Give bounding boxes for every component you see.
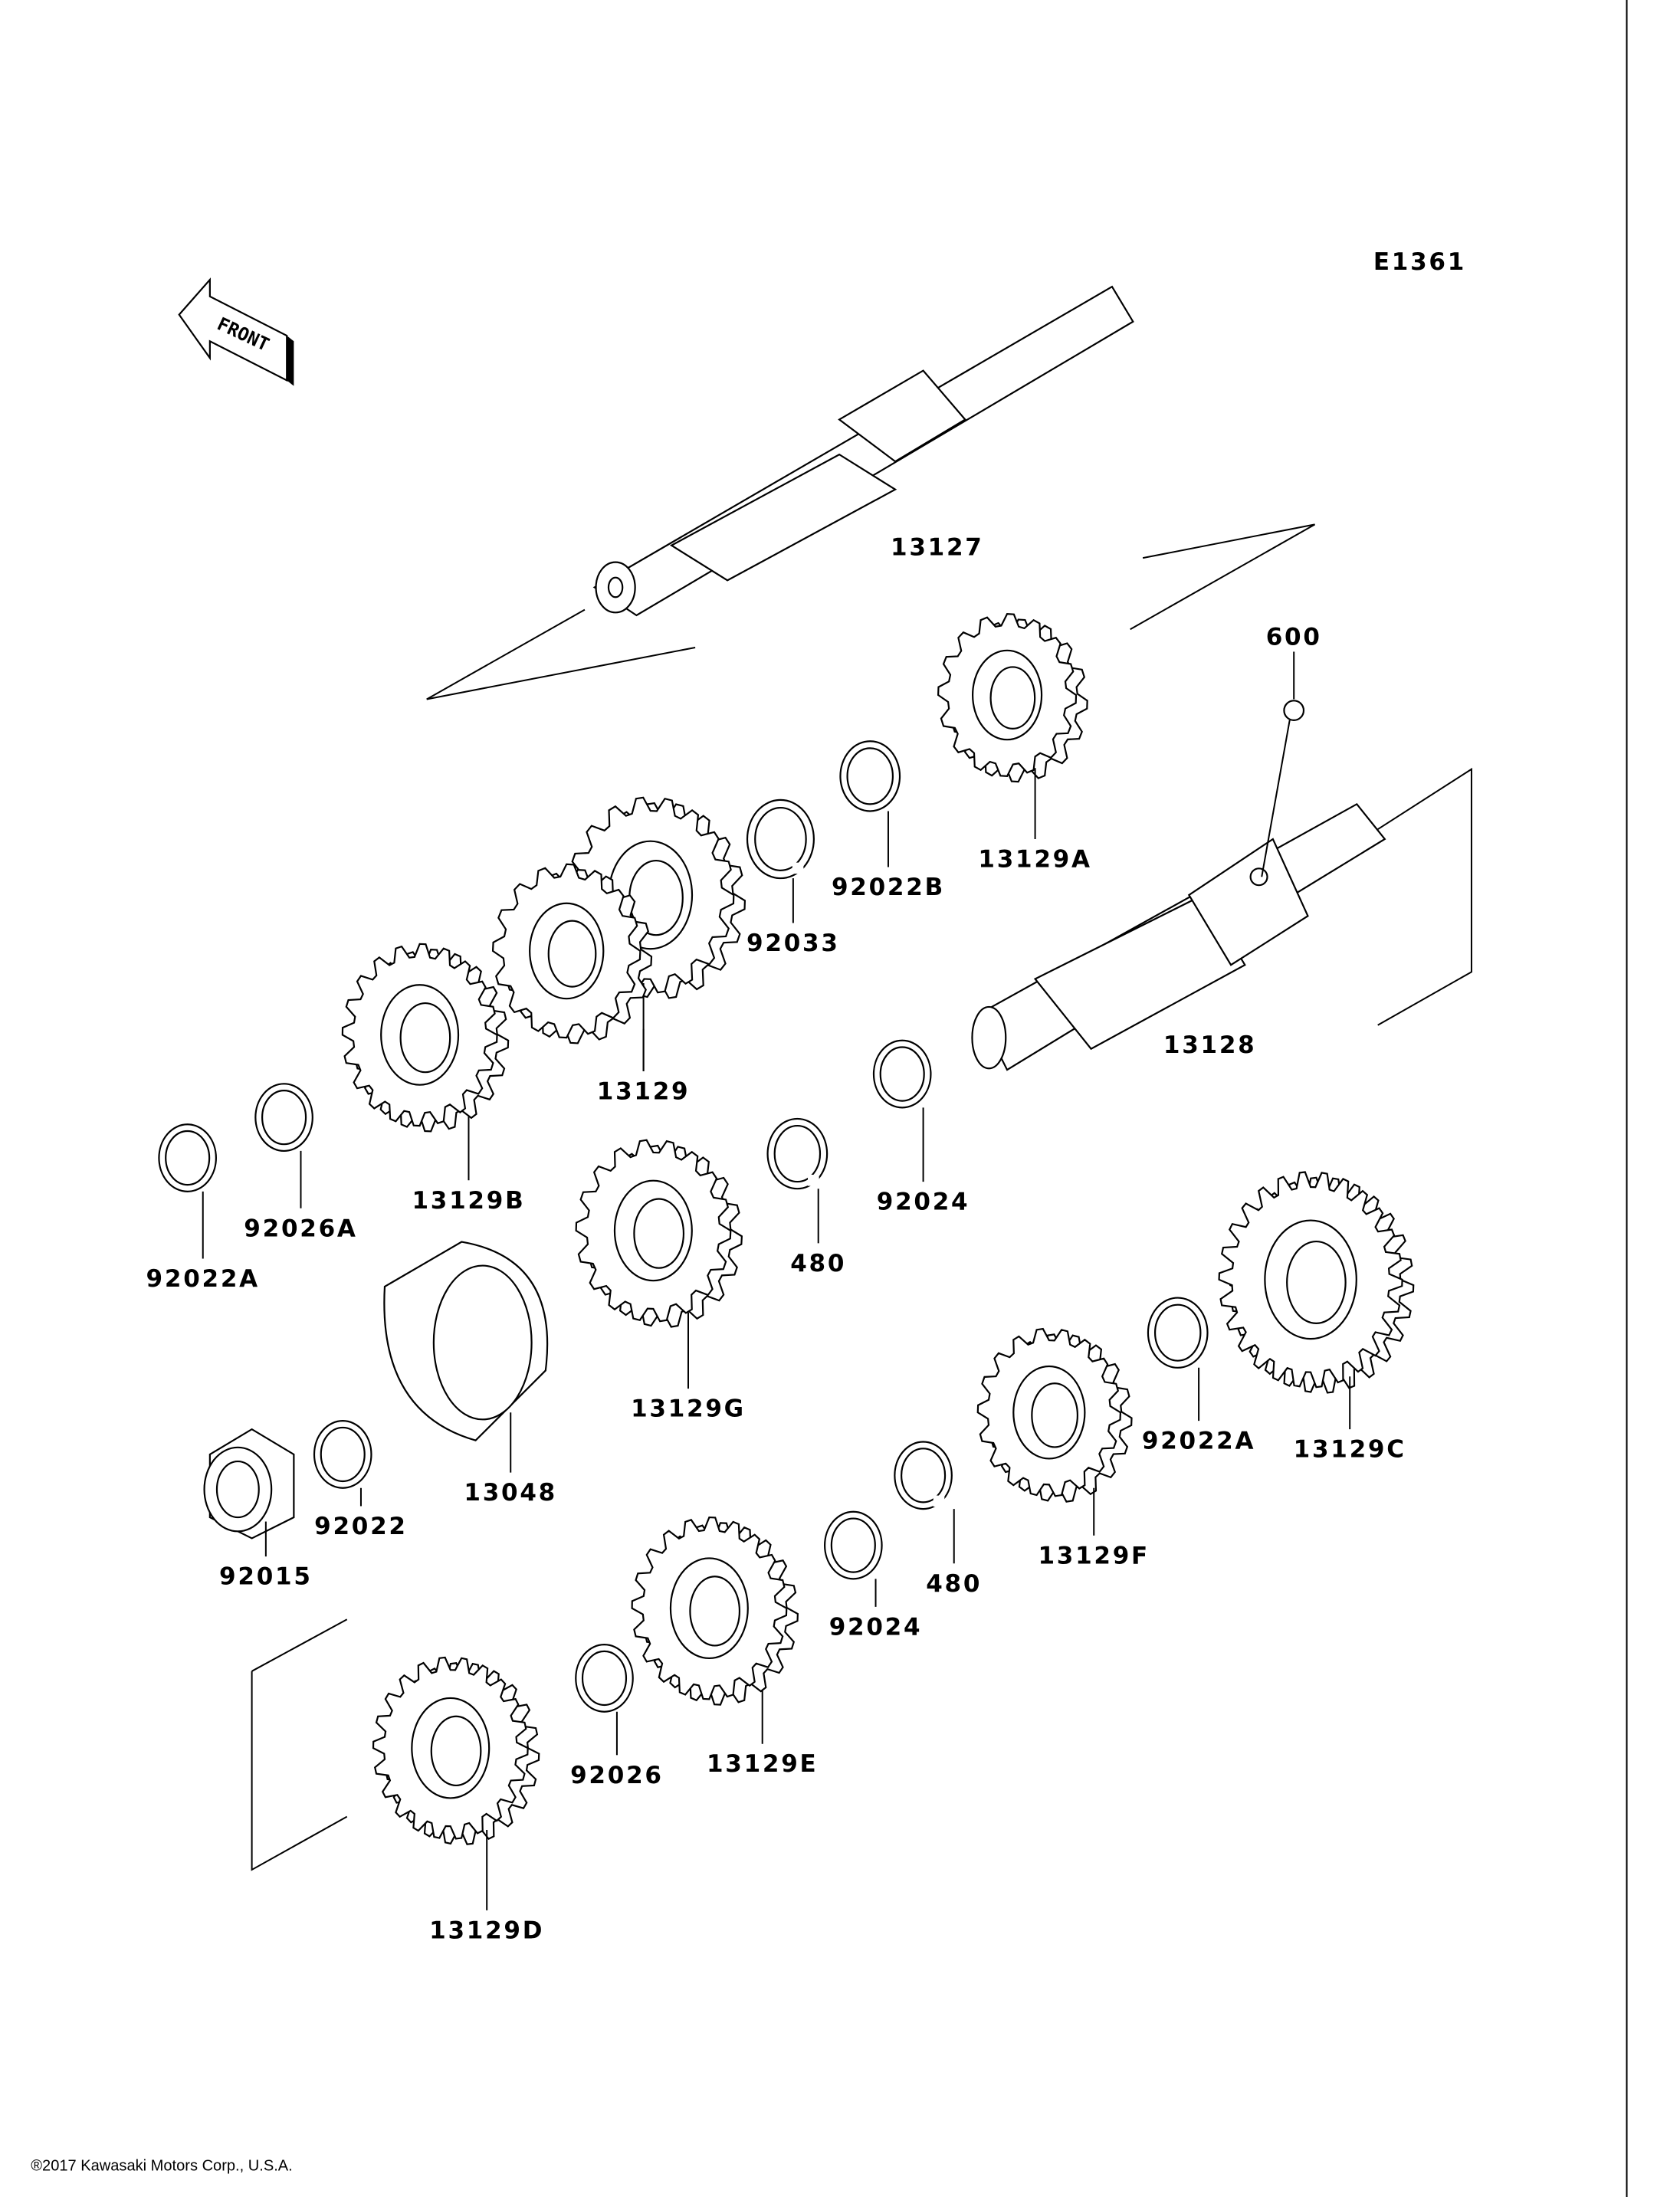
label-92024[interactable]: 92024 bbox=[829, 1613, 923, 1641]
label-92022B[interactable]: 92022B bbox=[832, 874, 945, 901]
label-92033[interactable]: 92033 bbox=[746, 930, 840, 957]
label-600[interactable]: 600 bbox=[1266, 623, 1322, 651]
label-480[interactable]: 480 bbox=[790, 1250, 846, 1277]
label-92022A[interactable]: 92022A bbox=[1142, 1428, 1255, 1455]
gear-13129E bbox=[631, 1516, 799, 1744]
gear-13129F bbox=[976, 1327, 1133, 1536]
label-13129F[interactable]: 13129F bbox=[1038, 1542, 1150, 1569]
washer-92022A bbox=[158, 1123, 217, 1259]
washer-92022A bbox=[1147, 1297, 1209, 1421]
washer-92024 bbox=[872, 1039, 932, 1182]
gear-13129B bbox=[341, 943, 510, 1181]
label-13129D[interactable]: 13129D bbox=[429, 1917, 544, 1944]
label-13127[interactable]: 13127 bbox=[891, 534, 984, 562]
washer-92022 bbox=[313, 1420, 372, 1507]
gear-13129C bbox=[1218, 1171, 1415, 1430]
washer-92026A bbox=[254, 1083, 313, 1208]
label-92024[interactable]: 92024 bbox=[877, 1189, 970, 1216]
circlip-92033 bbox=[746, 798, 815, 923]
pin-600 bbox=[1261, 651, 1305, 877]
label-13048[interactable]: 13048 bbox=[464, 1479, 557, 1507]
label-92022[interactable]: 92022 bbox=[314, 1513, 408, 1540]
label-13129B[interactable]: 13129B bbox=[412, 1187, 525, 1215]
collar-13048 bbox=[383, 1241, 549, 1473]
circlip-480 bbox=[766, 1117, 829, 1244]
circlip-480 bbox=[894, 1441, 955, 1564]
label-13129C[interactable]: 13129C bbox=[1294, 1436, 1406, 1464]
label-13128[interactable]: 13128 bbox=[1163, 1031, 1257, 1059]
shaft-13127 bbox=[426, 285, 1316, 700]
label-480[interactable]: 480 bbox=[926, 1570, 982, 1598]
gear-13129 bbox=[491, 863, 653, 1071]
label-13129G[interactable]: 13129G bbox=[631, 1395, 746, 1423]
label-92026A[interactable]: 92026A bbox=[244, 1215, 357, 1242]
nut-92015 bbox=[203, 1428, 295, 1557]
gear-13129G bbox=[575, 1139, 743, 1389]
gear-13129A bbox=[937, 613, 1088, 839]
label-13129A[interactable]: 13129A bbox=[978, 845, 1091, 873]
diagram-code: E1361 bbox=[1373, 248, 1466, 276]
shaft-13128 bbox=[251, 767, 1472, 1871]
copyright: ®2017 Kawasaki Motors Corp., U.S.A. bbox=[31, 2157, 293, 2174]
label-13129[interactable]: 13129 bbox=[597, 1077, 691, 1105]
label-92015[interactable]: 92015 bbox=[219, 1563, 313, 1591]
label-92026[interactable]: 92026 bbox=[570, 1762, 664, 1789]
front-arrow-icon: FRONT bbox=[178, 277, 294, 386]
label-92022A[interactable]: 92022A bbox=[146, 1265, 260, 1293]
washer-92026 bbox=[575, 1644, 634, 1756]
gear-13129D bbox=[372, 1656, 540, 1910]
washer-92022B bbox=[839, 740, 901, 867]
washer-92024 bbox=[824, 1510, 883, 1607]
label-13129E[interactable]: 13129E bbox=[707, 1750, 819, 1778]
